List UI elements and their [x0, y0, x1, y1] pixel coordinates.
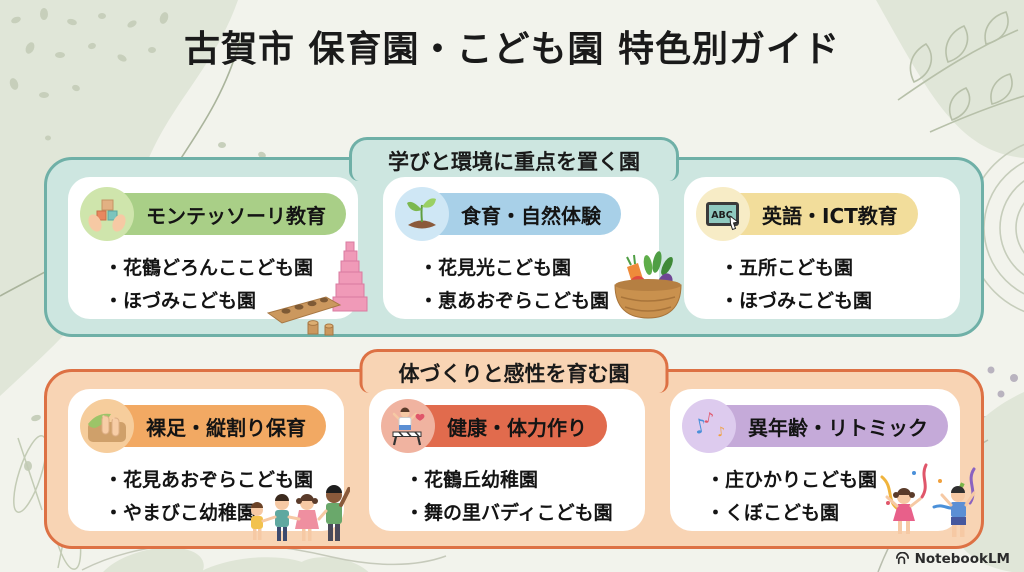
barefoot-grass-icon	[80, 399, 134, 453]
feature-pill-health: 健康・体力作り	[381, 399, 607, 453]
list-item: ・舞の里バディこども園	[405, 497, 633, 530]
card-english-ict: ABC 英語・ICT教育 ・五所こども園 ・ほづみこども園	[684, 177, 960, 319]
school-name: 庄ひかりこども園	[725, 469, 878, 491]
notebooklm-label: NotebookLM	[914, 551, 1010, 567]
feature-pill-english-ict: ABC 英語・ICT教育	[696, 187, 918, 241]
feature-label: 裸足・縦割り保育	[104, 405, 326, 447]
feature-pill-montessori: モンテッソーリ教育	[80, 187, 346, 241]
card-health-fitness: 健康・体力作り ・花鶴丘幼稚園 ・舞の里バディこども園	[369, 389, 645, 531]
music-notes-icon: ♪♪♪	[682, 399, 736, 453]
list-item: ・花見光こども園	[419, 252, 647, 285]
feature-label: 英語・ICT教育	[720, 193, 918, 235]
list-item: ・花見あおぞらこども園	[104, 464, 332, 497]
school-name: くぼこども園	[725, 501, 840, 524]
school-name: 恵あおぞらこども園	[438, 289, 610, 312]
page-title: 古賀市 保育園・こども園 特色別ガイド	[183, 29, 841, 70]
hurdle-jump-icon	[381, 399, 435, 453]
feature-label: モンテッソーリ教育	[104, 193, 346, 235]
section-body-sensitivity: 体づくりと感性を育む園 裸足・縦割り保育	[44, 349, 984, 549]
feature-pill-food-nature: 食育・自然体験	[395, 187, 621, 241]
section-learning-heading: 学びと環境に重点を置く園	[349, 137, 679, 181]
school-list: ・花鶴丘幼稚園 ・舞の里バディこども園	[405, 464, 633, 529]
list-item: ・五所こども園	[720, 252, 948, 285]
svg-text:ABC: ABC	[711, 210, 733, 221]
tablet-abc-icon: ABC	[696, 187, 750, 241]
list-item: ・くぼこども園	[706, 497, 948, 530]
school-list: ・花見あおぞらこども園 ・やまびこ幼稚園	[104, 464, 332, 529]
list-item: ・やまびこ幼稚園	[104, 497, 332, 530]
card-food-nature: 食育・自然体験 ・花見光こども園 ・恵あおぞらこども園	[383, 177, 682, 319]
school-name: ほづみこども園	[123, 289, 257, 312]
card-montessori: モンテッソーリ教育 ・花鶴どろんここども園 ・ほづみこども園	[68, 177, 368, 336]
dots-pattern-top-left	[9, 8, 266, 496]
school-list: ・花鶴どろんここども園 ・ほづみこども園	[104, 252, 346, 317]
list-item: ・花鶴丘幼稚園	[405, 464, 633, 497]
school-list: ・五所こども園 ・ほづみこども園	[720, 252, 948, 317]
school-name: 花鶴丘幼稚園	[424, 469, 539, 491]
list-item: ・恵あおぞらこども園	[419, 285, 647, 318]
leaf-blob-top-right	[876, 0, 1024, 158]
school-name: ほづみこども園	[739, 289, 873, 312]
list-item: ・ほづみこども園	[720, 285, 948, 318]
feature-label: 異年齢・リトミック	[706, 405, 948, 447]
list-item: ・ほづみこども園	[104, 285, 346, 318]
school-list: ・庄ひかりこども園 ・くぼこども園	[706, 464, 948, 529]
section-body-heading: 体づくりと感性を育む園	[359, 349, 669, 393]
school-name: 花見光こども園	[438, 257, 572, 279]
leaf-branch-top-right	[897, 11, 1024, 133]
notebooklm-brand: NotebookLM	[895, 551, 1010, 567]
feature-pill-barefoot: 裸足・縦割り保育	[80, 399, 326, 453]
feature-label: 健康・体力作り	[405, 405, 607, 447]
notebooklm-logo-icon	[895, 551, 909, 564]
school-name: 花見あおぞらこども園	[123, 469, 314, 491]
school-name: 舞の里バディこども園	[424, 501, 613, 524]
school-list: ・花見光こども園 ・恵あおぞらこども園	[419, 252, 647, 317]
card-barefoot: 裸足・縦割り保育 ・花見あおぞらこども園 ・やまびこ幼稚園	[68, 389, 350, 541]
list-item: ・庄ひかりこども園	[706, 464, 948, 497]
blocks-hands-icon	[80, 187, 134, 241]
school-name: 花鶴どろんここども園	[123, 257, 314, 279]
school-name: 五所こども園	[739, 257, 854, 279]
section-learning-environment: 学びと環境に重点を置く園 モンテッソーリ教育	[44, 137, 984, 337]
sprout-icon	[395, 187, 449, 241]
card-mixed-age-rhythmic: ♪♪♪ 異年齢・リトミック ・庄ひかりこども園 ・くぼこども園	[670, 389, 976, 537]
curve-line-bottom-left	[81, 541, 447, 571]
feature-label: 食育・自然体験	[419, 193, 621, 235]
school-name: やまびこ幼稚園	[123, 501, 257, 524]
list-item: ・花鶴どろんここども園	[104, 252, 346, 285]
feature-pill-rhythmic: ♪♪♪ 異年齢・リトミック	[682, 399, 948, 453]
